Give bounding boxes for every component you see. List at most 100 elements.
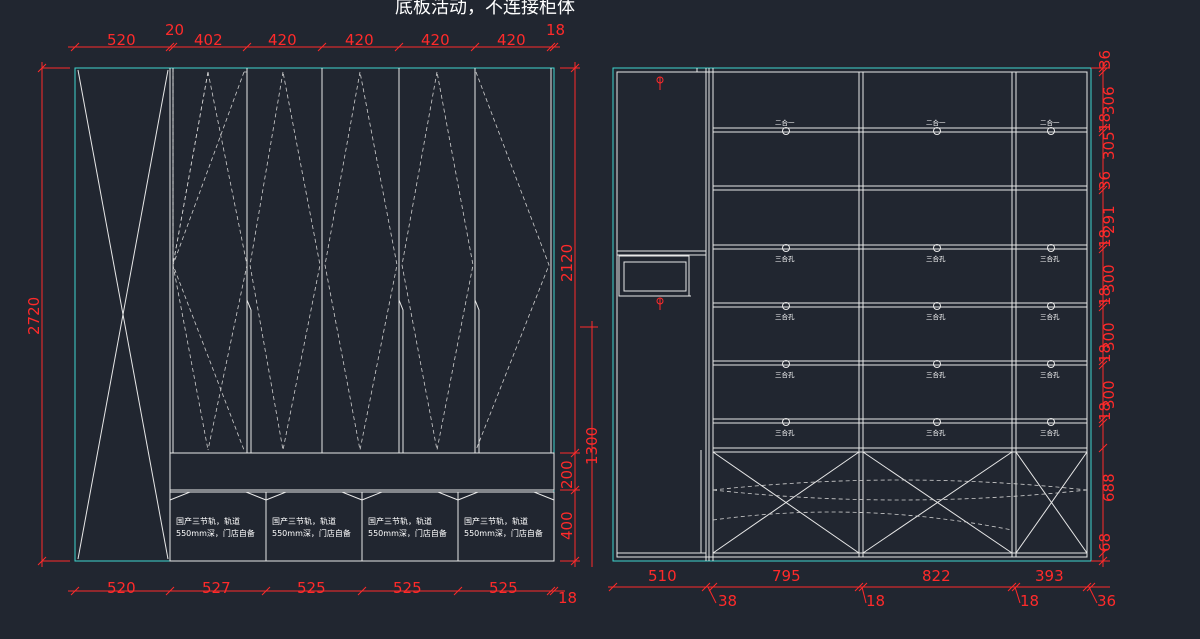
dim-left-2720: 2720 xyxy=(25,297,43,335)
rdim-label-8: 18 xyxy=(1096,287,1114,306)
dim-tick-top-1 xyxy=(165,42,175,52)
dim-tick-right-1 xyxy=(570,448,580,458)
dim-right-2120: 2120 xyxy=(558,244,576,282)
dim-tick-bottom-6 xyxy=(549,586,559,596)
right-dimensions: 510 795 822 393 38 18 18 36 363061830536… xyxy=(608,50,1118,610)
drawer-band xyxy=(169,452,555,491)
divider-label-0: 二合一 xyxy=(775,118,795,127)
dim-rsub-36: 36 xyxy=(1097,592,1116,610)
rdim-tick-10 xyxy=(1098,356,1108,366)
dim-tick-top-5 xyxy=(394,42,404,52)
drawer-swing-dashed xyxy=(712,479,1088,501)
dim-rsub-38: 38 xyxy=(718,592,737,610)
rdim-tick-16 xyxy=(1098,556,1108,566)
rdim-tick-9 xyxy=(1098,302,1108,312)
rdim-tick-6 xyxy=(1098,240,1108,250)
divider-hole-0 xyxy=(782,127,790,135)
rdim-tick-bottom-5 xyxy=(1007,582,1017,592)
hole-label-3-0: 三合孔 xyxy=(775,428,795,437)
shelf-pin-hole-3-0 xyxy=(782,418,790,426)
rdim-label-14: 68 xyxy=(1096,533,1114,552)
drawer-3 xyxy=(361,491,459,562)
shelf-pin-hole-1-2 xyxy=(1047,302,1055,310)
door-swing-1 xyxy=(249,71,321,451)
drawer-4 xyxy=(457,491,555,562)
dim-rbot-393: 393 xyxy=(1035,567,1064,585)
shelf-pin-hole-1-0 xyxy=(782,302,790,310)
rdim-tick-0 xyxy=(1098,63,1108,73)
dim-tick-right-0 xyxy=(570,63,580,73)
dim-tick-bottom-4 xyxy=(453,586,463,596)
hole-label-3-1: 三合孔 xyxy=(926,428,946,437)
rdim-label-6: 18 xyxy=(1096,229,1114,248)
dim-tick-top-4 xyxy=(317,42,327,52)
drawer-note-1a: 国产三节轨，轨道 xyxy=(176,516,240,526)
hole-label-0-1: 三合孔 xyxy=(926,254,946,263)
shelf-pin-hole-2-0 xyxy=(782,360,790,368)
hole-label-0-0: 三合孔 xyxy=(775,254,795,263)
hole-label-3-2: 三合孔 xyxy=(1040,428,1060,437)
door-swing-3 xyxy=(401,71,474,451)
door-swing-2 xyxy=(324,71,398,451)
dim-tick-top-7 xyxy=(546,42,556,52)
rdim-tick-bottom-8 xyxy=(1086,582,1096,592)
dim-tick-right-2 xyxy=(570,485,580,495)
rdim-tick-1 xyxy=(1098,67,1108,77)
rdim-tick-bottom-4 xyxy=(858,582,868,592)
dim-rbot-822: 822 xyxy=(922,567,951,585)
hole-label-1-0: 三合孔 xyxy=(775,312,795,321)
shelf-pin-hole-3-1 xyxy=(933,418,941,426)
rdim-label-5: 291 xyxy=(1100,205,1118,234)
dim-top-420c: 420 xyxy=(421,31,450,49)
shelf-pin-hole-0-0 xyxy=(782,244,790,252)
drawer-note-3b: 550mm深，门店自备 xyxy=(368,528,447,538)
rdim-label-11: 300 xyxy=(1100,380,1118,409)
dim-tick-top-6 xyxy=(470,42,480,52)
drawer-note-4a: 国产三节轨，轨道 xyxy=(464,516,528,526)
dim-rsub-18a: 18 xyxy=(866,592,885,610)
drawing-title: 底板活动，不连接柜体 xyxy=(395,0,575,18)
dim-top-420b: 420 xyxy=(345,31,374,49)
left-cabinet-outline xyxy=(74,67,555,562)
rod-hook-top xyxy=(656,76,664,90)
divider-label-1: 二合一 xyxy=(926,118,946,127)
hole-label-2-1: 三合孔 xyxy=(926,370,946,379)
rdim-label-1: 306 xyxy=(1100,86,1118,115)
dim-top-18: 18 xyxy=(546,21,565,39)
rdim-tick-bottom-2 xyxy=(708,582,718,592)
dim-bot-520: 520 xyxy=(107,579,136,597)
dim-tick-top-3 xyxy=(242,42,252,52)
right-shelves xyxy=(713,127,1087,554)
dim-rbot-795: 795 xyxy=(772,567,801,585)
rdim-tick-bottom-0 xyxy=(608,582,618,592)
dim-bot-18: 18 xyxy=(558,589,577,607)
dim-top-520: 520 xyxy=(107,31,136,49)
hole-label-2-0: 三合孔 xyxy=(775,370,795,379)
divider-hole-1 xyxy=(933,127,941,135)
dim-right-200: 200 xyxy=(558,460,576,489)
dim-top-420d: 420 xyxy=(497,31,526,49)
dim-tick-bottom-2 xyxy=(261,586,271,596)
dim-tick-bottom-1 xyxy=(165,586,175,596)
rod-hook-mid xyxy=(656,297,664,310)
door-swing-0 xyxy=(207,71,248,451)
drawer-note-2a: 国产三节轨，轨道 xyxy=(272,516,336,526)
shelf-pin-hole-2-1 xyxy=(933,360,941,368)
drawer-2 xyxy=(265,491,363,562)
dim-top-20: 20 xyxy=(165,21,184,39)
hole-label-0-2: 三合孔 xyxy=(1040,254,1060,263)
hole-label-2-2: 三合孔 xyxy=(1040,370,1060,379)
dim-tick-left-1 xyxy=(37,556,47,566)
dim-tick-top-2 xyxy=(168,42,178,52)
shelf-pin-hole-3-2 xyxy=(1047,418,1055,426)
dim-tick-top-0 xyxy=(70,42,80,52)
divider-hole-2 xyxy=(1047,127,1055,135)
dim-tick-bottom-0 xyxy=(70,586,80,596)
hole-label-1-2: 三合孔 xyxy=(1040,312,1060,321)
dim-bot-525c: 525 xyxy=(489,579,518,597)
rdim-tick-3 xyxy=(1098,127,1108,137)
dim-tick-bottom-5 xyxy=(546,586,556,596)
drawer-note-2b: 550mm深，门店自备 xyxy=(272,528,351,538)
rdim-label-10: 18 xyxy=(1096,344,1114,363)
